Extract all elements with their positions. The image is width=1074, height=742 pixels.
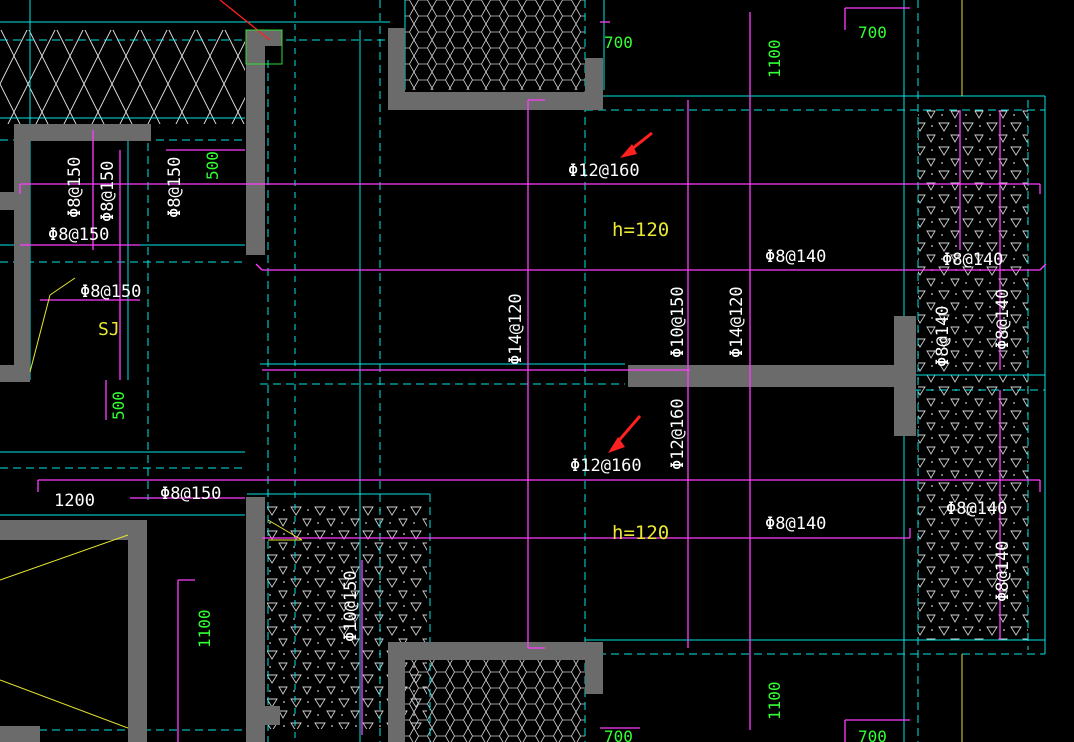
hex-hatch-bottom	[405, 660, 585, 742]
label-rebar-vertical-center-b: Φ14@120	[727, 286, 747, 358]
triangle-hatch-right	[918, 108, 1028, 640]
label-dim-1100-top: 1100	[765, 39, 784, 78]
arrow-upper-head	[620, 144, 637, 158]
label-rebar-right-lower: Φ8@140	[946, 499, 1007, 519]
walls	[0, 28, 916, 742]
label-thickness-top: h=120	[612, 219, 669, 241]
column-marker	[245, 29, 283, 65]
rebar-lines	[19, 0, 1047, 742]
label-dim-700-tr: 700	[858, 23, 887, 42]
label-bottom-rebar-top: Φ12@160	[568, 161, 640, 181]
label-rebar-middle-top: Φ8@140	[765, 247, 826, 267]
hex-hatch-top	[405, 0, 585, 90]
label-rebar-vertical-center-a: Φ10@150	[668, 286, 688, 358]
label-rebar-vertical-left: Φ14@120	[506, 293, 526, 365]
label-rebar-left-b: Φ8@150	[80, 282, 141, 302]
label-rebar-right-mid-a: Φ8@140	[933, 306, 953, 367]
label-dim-700-tl: 700	[604, 33, 633, 52]
label-dim-1100-lower-left: 1100	[195, 609, 214, 648]
label-rebar-left-v2: Φ8@150	[98, 161, 118, 222]
star-hatch-top-left	[0, 30, 245, 124]
label-rebar-vertical-center-c: Φ12@160	[668, 398, 688, 470]
label-rebar-right-top: Φ8@140	[942, 250, 1003, 270]
label-rebar-left-c: Φ8@150	[160, 484, 221, 504]
label-rebar-middle-bottom: Φ8@140	[765, 514, 826, 534]
label-dim-500-lower: 500	[109, 391, 128, 420]
label-dim-1100-bottom: 1100	[765, 681, 784, 720]
label-rebar-right-lower-b: Φ8@140	[993, 541, 1013, 602]
label-rebar-right-mid-b: Φ8@140	[993, 289, 1013, 350]
arrow-lower-head	[608, 437, 625, 453]
label-rebar-left-v3: Φ8@150	[165, 157, 185, 218]
label-dim-700-br: 700	[858, 727, 887, 742]
label-rebar-left-v1: Φ8@150	[65, 157, 85, 218]
label-rebar-left-a: Φ8@150	[48, 225, 109, 245]
hatch-regions	[0, 0, 1028, 742]
label-bottom-rebar-bottom: Φ12@160	[570, 456, 642, 476]
label-dim-500-upper: 500	[203, 151, 222, 180]
label-dim-1200: 1200	[54, 491, 95, 511]
annotation-arrows	[608, 131, 653, 453]
label-rebar-vertical-lower-left: Φ10@150	[341, 570, 361, 642]
label-thickness-bottom: h=120	[612, 522, 669, 544]
labels: Φ12@160 Φ12@160 h=120 h=120 Φ8@140 Φ8@14…	[48, 23, 1013, 742]
label-dim-700-bl: 700	[604, 727, 633, 742]
yellow-linework	[0, 277, 303, 729]
label-shaft: SJ	[98, 319, 120, 340]
